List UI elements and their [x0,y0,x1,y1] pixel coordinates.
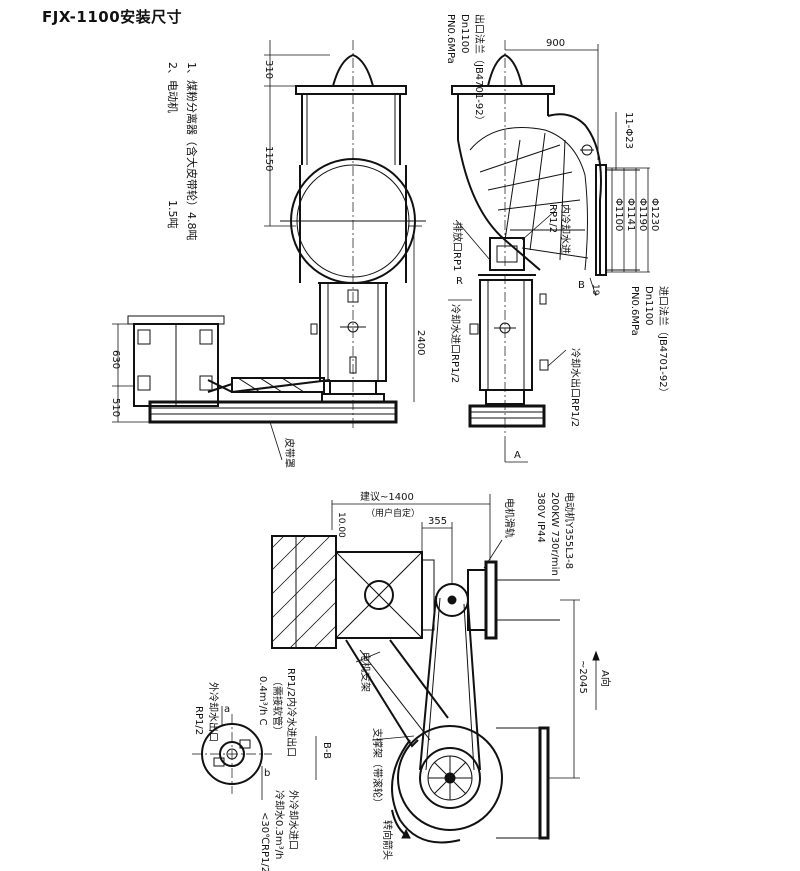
outer-water-out: 外冷却水出口 [207,682,220,742]
inner-water: RP1/2内冷水进出口 [285,668,298,757]
outer-water-flow: 冷却水0.3m³/h [273,790,286,859]
motor-rail: 电机滑轨 [503,498,516,538]
cool-out-label: 冷却水出口RP1/2 [569,348,582,427]
inlet-dn: Dn1100 [643,286,654,326]
motor-support: 电机支架 [359,652,372,692]
top-view: 建议~1400 （用户自定） 10.00 355 电动机Y355L3-8 200… [271,490,612,860]
dim-900: 900 [546,38,565,49]
side-mark-r: R [456,276,463,287]
notes: 1、煤粉分离器（含大皮带轮）4.8吨 2、电动机 1.5吨 [166,62,199,241]
dim-1000: 10.00 [336,512,346,538]
note-2-weight: 1.5吨 [166,200,179,229]
rotation-label: 转向箭头 [381,820,394,860]
section-bb: a b B-B RP1/2内冷水进出口 （需接软管） 0.4m³/h C 外冷却… [192,668,332,871]
dim-1400: 建议~1400 [360,490,414,503]
dim-1150: 1150 [263,146,274,171]
dim-630: 630 [110,350,121,369]
motor-label: 电动机Y355L3-8 [563,492,576,569]
inner-water-flow: 0.4m³/h C [257,676,268,726]
side-mark-a: A [514,450,521,461]
motor-volt: 380V IP44 [535,492,546,543]
inner-water-2: （需接软管） [271,676,284,736]
motor-power: 200KW 730r/min [549,492,560,576]
user-set: （用户自定） [366,507,420,519]
side-view: A 900 出口法兰（JB4701-92） Dn1100 PN0.6MPa 11… [445,14,670,463]
note-2: 2、电动机 [166,62,180,113]
inlet-pn: PN0.6MPa [629,286,640,336]
outer-water-in: 外冷却水进口 [287,790,300,850]
outlet-dn: Dn1100 [459,14,470,54]
cool-in-label: 冷却水进口RP1/2 [449,304,462,383]
inner-cool-rp: RP1/2 [547,204,558,233]
front-view: 310 1150 2400 630 510 皮带罩 [110,40,426,468]
side-mark-b: B [578,280,585,291]
dim-2045: ~2045 [577,660,588,694]
outer-water-temp: <30℃ [259,812,270,844]
inner-cool-label: 内冷却水进 [559,204,572,254]
note-1: 1、煤粉分离器（含大皮带轮）4.8吨 [185,62,199,241]
dia-1230: Φ1230 [649,198,660,231]
dim-510: 510 [110,398,121,417]
dim-355: 355 [428,516,447,527]
belt-cover-label: 皮带罩 [283,438,296,468]
outer-water-in-rp: RP1/2 [259,844,270,871]
direction-a: A向 [599,670,612,687]
dim-2400: 2400 [415,330,426,355]
outlet-flange-label: 出口法兰（JB4701-92） [473,14,486,126]
drain-label: 排放口RP1 [451,222,464,271]
dia-1190: Φ1190 [637,198,648,231]
dia-1100: Φ1100 [613,198,624,231]
small-dim-19: 19 [590,284,600,296]
holes-label: 11-Φ23 [623,112,634,149]
outer-water-out-rp: RP1/2 [193,706,204,735]
dim-310: 310 [263,60,274,79]
support-frame: 支撑架（带滚轮） [371,728,384,808]
section-bb-label: B-B [321,742,332,759]
bb-mark-b: b [264,768,270,779]
dia-1141: Φ1141 [625,198,636,231]
outlet-pn: PN0.6MPa [445,14,456,64]
inlet-flange-label: 进口法兰（JB4701-92） [657,286,670,398]
page-title: FJX-1100安装尺寸 [42,8,183,26]
bb-mark-a: a [224,704,230,715]
